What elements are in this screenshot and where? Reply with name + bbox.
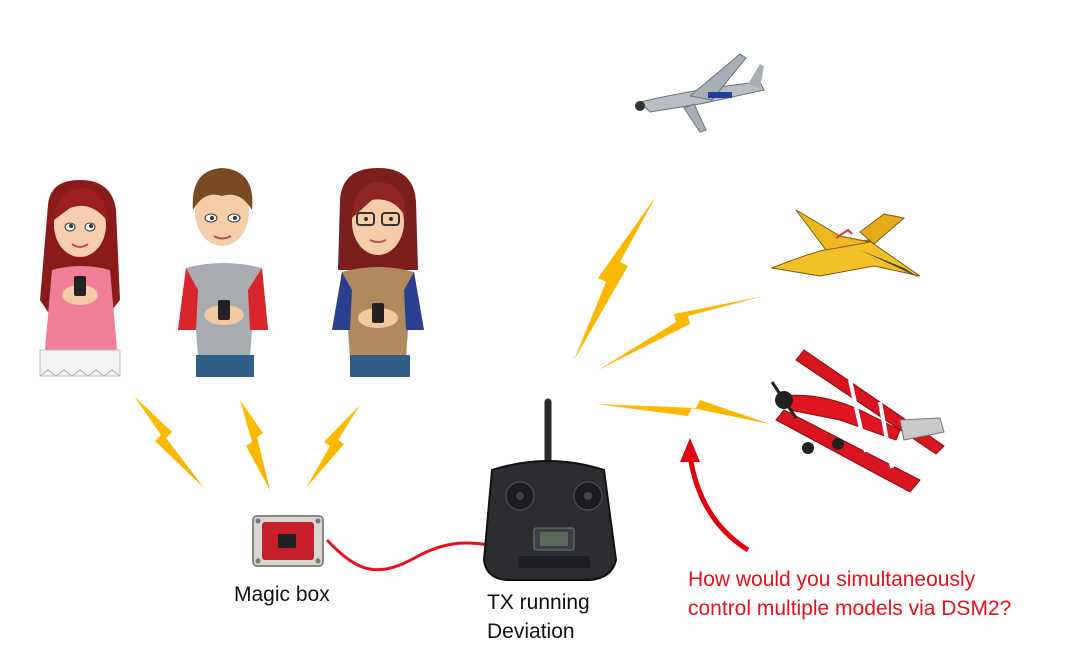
yellow-jet-icon: [770, 209, 921, 278]
lightning-bolt-icon: [574, 196, 656, 360]
warbird-plane-icon: [635, 53, 765, 133]
glasses-person-icon: [332, 168, 424, 377]
question-text: How would you simultaneously control mul…: [688, 565, 1011, 623]
transmitter-label-line1: TX running: [487, 591, 590, 614]
question-line2: control multiple models via DSM2?: [688, 597, 1012, 620]
lightning-bolt-icon: [596, 400, 770, 424]
boy-person-icon: [178, 168, 268, 377]
girl-person-icon: [39, 180, 121, 377]
transmitter-label: TX running Deviation: [487, 588, 590, 646]
magic-box-icon: [252, 515, 324, 567]
lightning-bolt-icon: [134, 396, 204, 488]
lightning-bolts-planes: [574, 196, 770, 424]
rc-transmitter-icon: [482, 398, 618, 581]
red-curved-arrow: [680, 438, 750, 553]
magic-box-label: Magic box: [234, 583, 330, 606]
lightning-bolt-icon: [306, 405, 360, 488]
lightning-bolt-icon: [598, 296, 764, 370]
question-line1: How would you simultaneously: [688, 568, 976, 591]
transmitter-label-line2: Deviation: [487, 620, 575, 643]
lightning-bolts-people: [134, 396, 360, 490]
red-biplane-icon: [770, 348, 945, 493]
cable-line: [325, 538, 491, 572]
lightning-bolt-icon: [240, 400, 270, 490]
